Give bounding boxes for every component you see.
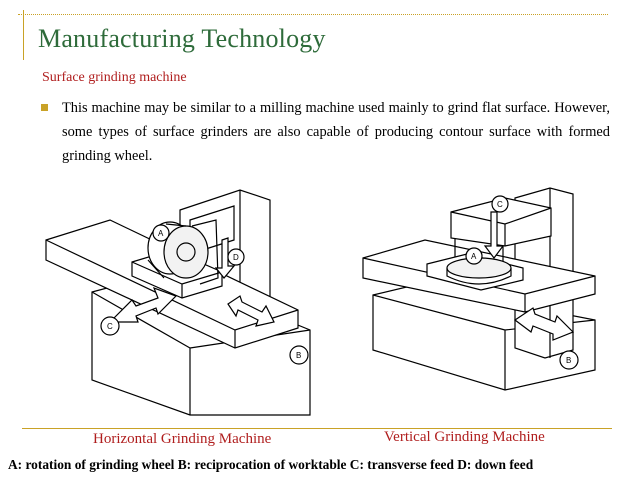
legend-text: A: rotation of grinding wheel B: recipro… <box>8 457 534 472</box>
label-d: D <box>233 253 239 262</box>
label-a: A <box>158 229 164 238</box>
horizontal-machine-caption: Horizontal Grinding Machine <box>93 431 272 447</box>
vertical-grinding-machine-figure: C A B <box>355 180 610 420</box>
label-c: C <box>107 322 113 331</box>
label-b: B <box>296 351 301 360</box>
slide-subtitle: Surface grinding machine <box>42 70 187 85</box>
square-bullet-icon <box>41 104 48 111</box>
slide-title: Manufacturing Technology <box>38 24 326 53</box>
bottom-divider <box>22 428 612 429</box>
horizontal-grinding-machine-figure: A D C B <box>40 180 340 420</box>
label-b-vertical: B <box>566 356 571 365</box>
top-divider <box>18 14 608 15</box>
bullet-text: This machine may be similar to a milling… <box>62 100 610 164</box>
label-c-vertical: C <box>497 200 503 209</box>
left-accent-line <box>23 10 24 60</box>
vertical-machine-caption: Vertical Grinding Machine <box>384 429 545 445</box>
label-a-vertical: A <box>471 252 477 261</box>
